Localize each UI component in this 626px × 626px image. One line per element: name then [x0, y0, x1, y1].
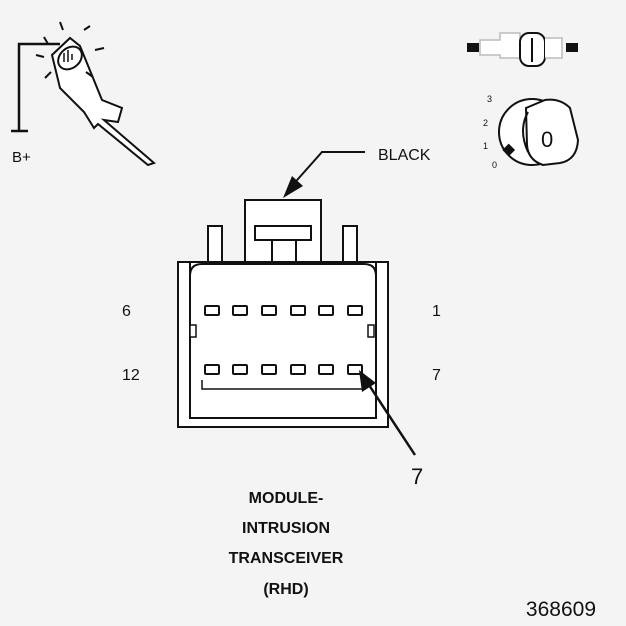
pin-label-6: 6 [122, 303, 131, 320]
ignition-key-icon: 3 2 1 0 0 [483, 94, 580, 170]
test-probe-icon [11, 21, 156, 167]
pin-row-bottom [204, 364, 363, 375]
battery-positive-label: B+ [12, 149, 31, 166]
component-title: MODULE- INTRUSION TRANSCEIVER (RHD) [229, 490, 344, 598]
pin-label-12: 12 [122, 367, 140, 384]
fuse-icon [467, 32, 578, 67]
pin-5 [232, 305, 248, 316]
pin-11 [232, 364, 248, 375]
key-position-1: 1 [483, 141, 488, 151]
title-line-3: TRANSCEIVER [229, 550, 344, 567]
pin-label-7: 7 [432, 367, 441, 384]
pin-4 [261, 305, 277, 316]
pin-2 [318, 305, 334, 316]
pin-10 [261, 364, 277, 375]
pin-6 [204, 305, 220, 316]
pin-label-1: 1 [432, 303, 441, 320]
title-line-1: MODULE- [249, 490, 324, 507]
key-position-2: 2 [483, 118, 488, 128]
pin-3 [290, 305, 306, 316]
title-line-2: INTRUSION [242, 520, 330, 537]
pin-9 [290, 364, 306, 375]
key-position-0: 0 [492, 160, 497, 170]
pin-7 [347, 364, 363, 375]
pin-row-top [204, 305, 363, 316]
key-label: 0 [541, 127, 553, 152]
pin-1 [347, 305, 363, 316]
key-position-3: 3 [487, 94, 492, 104]
pin-callout-number: 7 [411, 464, 423, 489]
figure-number: 368609 [526, 598, 596, 621]
connector-body [177, 199, 389, 428]
connector-color-label: BLACK [378, 147, 431, 164]
pin-12 [204, 364, 220, 375]
title-line-4: (RHD) [263, 581, 308, 598]
pin-8 [318, 364, 334, 375]
